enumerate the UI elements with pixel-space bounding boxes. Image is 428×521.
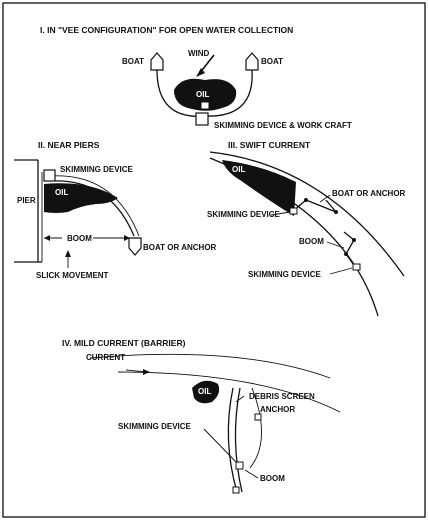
vee-skimmer-icon xyxy=(195,112,209,126)
boat-left-label: BOAT xyxy=(122,57,144,66)
swift-skimmer-top-label: SKIMMING DEVICE xyxy=(207,210,281,219)
pier-boat-label: BOAT OR ANCHOR xyxy=(143,243,217,252)
swift-upper-buoy-b xyxy=(334,210,338,214)
swift-upper-buoy-a xyxy=(304,198,308,202)
boat-right-icon xyxy=(245,52,259,71)
mild-skimmer-label: SKIMMING DEVICE xyxy=(118,422,192,431)
swift-upper-skimmer-icon xyxy=(289,207,298,215)
vee-oil-slick xyxy=(174,78,237,111)
panel3-title: III. SWIFT CURRENT xyxy=(228,140,311,150)
swift-oil-slick xyxy=(222,160,296,216)
swift-lower-buoy-a xyxy=(352,238,356,242)
vee-skimmer-label: SKIMMING DEVICE & WORK CRAFT xyxy=(214,121,352,130)
current-line-upper xyxy=(89,353,331,379)
swift-skimmer-top-leader xyxy=(270,211,291,216)
swift-skimmer-bottom-label: SKIMMING DEVICE xyxy=(248,270,322,279)
mild-end-anchor-icon xyxy=(232,486,240,494)
slick-movement-label: SLICK MOVEMENT xyxy=(36,271,109,280)
debris-label: DEBRIS SCREEN xyxy=(249,392,315,401)
debris-leader xyxy=(235,395,245,403)
boat-left-icon xyxy=(150,52,164,71)
mild-oil-slick xyxy=(192,380,220,404)
vee-slick-gap xyxy=(201,102,209,109)
panel-vee-configuration: I. IN "VEE CONFIGURATION" FOR OPEN WATER… xyxy=(40,25,352,130)
pier-oil-label: OIL xyxy=(55,188,68,197)
boom-dim-right-arrow xyxy=(124,235,130,241)
panel-swift-current: III. SWIFT CURRENT OIL BOAT OR ANCHOR SK… xyxy=(207,140,406,317)
panel4-title: IV. MILD CURRENT (BARRIER) xyxy=(62,338,186,348)
pier-boom-outer xyxy=(49,180,135,237)
mild-boom-inner xyxy=(234,387,243,493)
panel-mild-current: IV. MILD CURRENT (BARRIER) CURRENT OIL A… xyxy=(62,338,341,494)
swift-boat-label: BOAT OR ANCHOR xyxy=(332,189,406,198)
debris-screen-curve xyxy=(249,387,262,469)
boom-dim-left-arrow xyxy=(44,235,50,241)
wind-arrowhead-icon xyxy=(196,68,205,77)
swift-lower-buoy-b xyxy=(344,252,348,256)
pier-label: PIER xyxy=(17,196,36,205)
swift-shore-upper xyxy=(209,151,405,277)
swift-skimmer-bottom-leader xyxy=(329,267,353,275)
pier-boom-label: BOOM xyxy=(67,234,92,243)
swift-lower-skimmer-icon xyxy=(352,263,361,271)
mild-skimmer-leader xyxy=(203,428,237,463)
wind-label: WIND xyxy=(188,49,210,58)
pier-skimmer-icon xyxy=(43,169,56,182)
boat-right-label: BOAT xyxy=(261,57,283,66)
mild-boom-label: BOOM xyxy=(260,474,285,483)
swift-lower-boom xyxy=(343,231,357,269)
current-line-lower xyxy=(117,371,341,413)
panel1-title: I. IN "VEE CONFIGURATION" FOR OPEN WATER… xyxy=(40,25,293,35)
anchor-label: ANCHOR xyxy=(260,405,295,414)
mild-oil-label: OIL xyxy=(198,387,211,396)
anchor-icon xyxy=(254,413,262,421)
swift-boom-leader xyxy=(326,241,345,249)
panel-near-piers: II. NEAR PIERS PIER OIL SKIMMING DEVICE … xyxy=(14,140,217,280)
vee-oil-label: OIL xyxy=(196,90,209,99)
pier-skimmer-label: SKIMMING DEVICE xyxy=(60,165,134,174)
swift-boat-leader xyxy=(319,194,331,203)
pier-boat-icon xyxy=(128,237,142,256)
pier-boom-inner xyxy=(49,175,140,237)
swift-boom-label: BOOM xyxy=(299,237,324,246)
panel2-title: II. NEAR PIERS xyxy=(38,140,100,150)
slick-arrow-icon xyxy=(65,250,71,257)
pier-oil-slick xyxy=(44,183,118,213)
current-arrow-shaft xyxy=(125,369,147,373)
mild-boom-leader xyxy=(244,469,259,479)
current-label: CURRENT xyxy=(86,353,125,362)
mild-boom-outer xyxy=(227,387,238,493)
swift-upper-boom xyxy=(291,199,337,213)
swift-oil-label: OIL xyxy=(232,165,245,174)
current-arrow-icon xyxy=(143,369,150,375)
mild-skimmer-icon xyxy=(235,461,244,470)
